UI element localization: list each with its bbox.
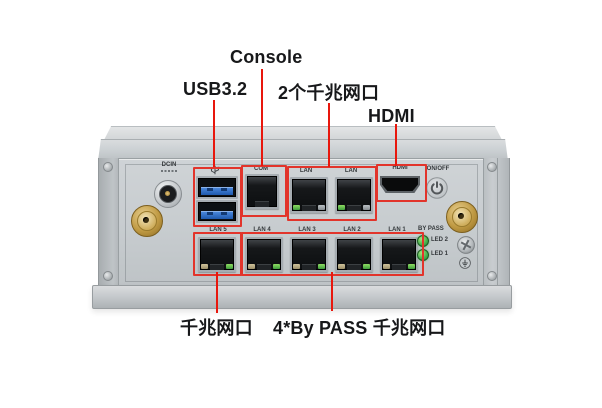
usb-tongue — [201, 211, 233, 219]
sma-center — [143, 217, 149, 223]
chassis-left-bracket — [98, 158, 119, 286]
lan-activity-led — [338, 205, 345, 210]
lan-link-led — [363, 205, 370, 210]
highlight-box-com — [241, 165, 287, 217]
lan-top-label-1: LAN — [299, 167, 313, 174]
lan3-label: LAN 3 — [298, 226, 316, 233]
rj45-notch — [392, 264, 406, 270]
panel-screw — [487, 271, 497, 281]
rj45-notch — [347, 205, 361, 211]
highlight-box-dual-lan — [287, 166, 377, 221]
lan-activity-led — [226, 264, 233, 269]
rj45-notch — [347, 264, 361, 270]
callout-hdmi: HDMI — [368, 106, 415, 126]
panel-screw — [103, 271, 113, 281]
leader-line-usb — [213, 100, 215, 167]
front-panel-inner-plate — [125, 164, 478, 282]
ground-icon — [459, 257, 471, 269]
highlight-box-bypass-lans — [241, 232, 424, 276]
dc-jack-pin — [164, 190, 170, 196]
usb-port-2 — [196, 200, 238, 223]
rj45-notch — [302, 264, 316, 270]
lan4-label: LAN 4 — [253, 226, 271, 233]
lan-port-5 — [198, 237, 236, 272]
leader-line-hdmi — [395, 124, 397, 166]
lan-link-led — [383, 264, 390, 269]
chassis-lid-top — [104, 126, 502, 140]
callout-usb32: USB3.2 — [183, 79, 248, 99]
lan-port-top-2 — [335, 177, 373, 213]
led1-label: LED 1 — [431, 250, 449, 257]
rj45-notch — [210, 264, 224, 270]
lan-activity-led — [363, 264, 370, 269]
lan-activity-led — [293, 205, 300, 210]
dcin-label: DCIN — [161, 161, 177, 168]
highlight-box-usb — [193, 167, 242, 227]
lan-port-2 — [335, 237, 373, 272]
lan-top-label-2: LAN — [344, 167, 358, 174]
highlight-box-lan5 — [193, 232, 242, 276]
rj45-notch — [257, 264, 271, 270]
rj45-notch — [302, 205, 316, 211]
callout-console: Console — [230, 47, 303, 67]
leader-line-console — [261, 69, 263, 166]
leader-line-gigabit — [216, 272, 218, 313]
lan5-label: LAN 5 — [209, 226, 227, 233]
lan2-label: LAN 2 — [343, 226, 361, 233]
lan-activity-led — [318, 264, 325, 269]
leader-line-dual-lan — [328, 103, 330, 167]
com-port — [245, 174, 279, 209]
lan1-label: LAN 1 — [388, 226, 406, 233]
rj45-notch — [255, 201, 269, 207]
antenna-connector-right — [446, 201, 478, 233]
panel-screw — [487, 162, 497, 172]
usb-tongue — [201, 187, 233, 195]
callout-gigabit-lan: 千兆网口 — [180, 318, 253, 338]
panel-screw — [103, 162, 113, 172]
lan-link-led — [338, 264, 345, 269]
lan-activity-led — [273, 264, 280, 269]
com-label: COM — [253, 165, 269, 172]
antenna-connector-left — [131, 205, 163, 237]
usb-port-1 — [196, 176, 238, 199]
power-icon — [430, 181, 444, 195]
power-button — [426, 177, 448, 199]
lan-activity-led — [408, 264, 415, 269]
dcin-rating-text — [161, 170, 177, 172]
lan-port-3 — [290, 237, 328, 272]
hdmi-label: HDMI — [392, 164, 408, 171]
hdmi-slot — [382, 178, 418, 191]
callout-dual-gigabit: 2个千兆网口 — [278, 83, 380, 103]
power-label: ON/OFF — [426, 165, 450, 172]
lan-link-led — [318, 205, 325, 210]
lan-link-led — [201, 264, 208, 269]
chassis-right-bracket — [482, 158, 510, 286]
dc-power-jack — [154, 180, 182, 208]
led2-label: LED 2 — [431, 236, 449, 243]
lan-port-4 — [245, 237, 283, 272]
lan-link-led — [293, 264, 300, 269]
chassis-seam — [497, 158, 498, 286]
bypass-label: BY PASS — [418, 225, 444, 232]
phillips-screw-icon — [457, 236, 475, 254]
leader-line-bypass — [331, 272, 333, 311]
lan-link-led — [248, 264, 255, 269]
callout-bypass-lan: 4*By PASS 千兆网口 — [273, 318, 446, 338]
highlight-box-hdmi — [376, 164, 427, 202]
chassis-base — [92, 285, 512, 309]
hdmi-port — [380, 176, 420, 193]
sma-center — [458, 213, 464, 219]
lan-port-top-1 — [290, 177, 328, 213]
